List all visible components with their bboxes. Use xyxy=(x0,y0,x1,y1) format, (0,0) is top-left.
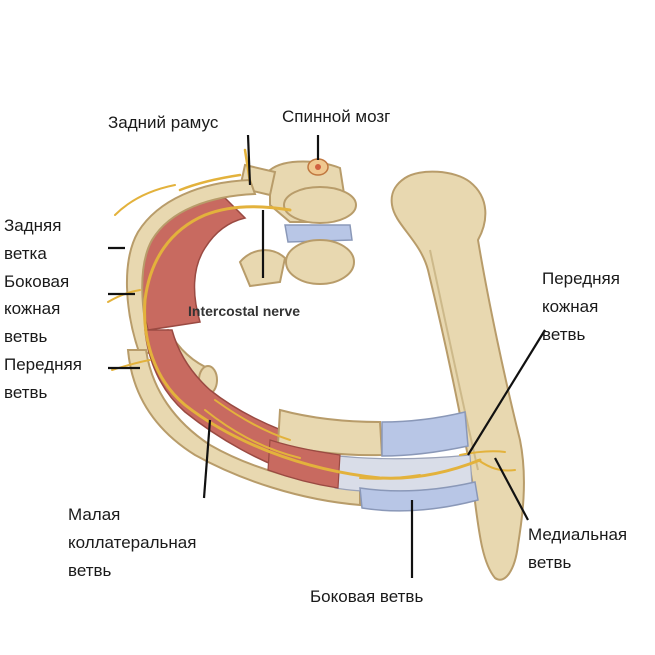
label-anterior-cutaneous-branch-1: Передняя xyxy=(542,269,620,288)
costal-cartilage-lower xyxy=(359,481,479,512)
label-small-collateral-branch-3: ветвь xyxy=(68,561,112,580)
label-posterior-branch-2: ветка xyxy=(4,244,47,263)
label-anterior-branch-2: ветвь xyxy=(4,383,48,402)
vertebra xyxy=(238,158,357,288)
label-medial-branch-1: Медиальная xyxy=(528,525,627,544)
label-anterior-cutaneous-branch-2: кожная xyxy=(542,297,598,316)
rib-lower xyxy=(126,349,361,507)
label-anterior-cutaneous-branch-3: ветвь xyxy=(542,325,586,344)
label-medial-branch-2: ветвь xyxy=(528,553,572,572)
label-lateral-cutaneous-branch-2: кожная xyxy=(4,299,60,318)
intercostal-nerve-caption: Intercostal nerve xyxy=(188,303,300,319)
label-lateral-cutaneous-branch-3: ветвь xyxy=(4,327,48,346)
label-small-collateral-branch-1: Малая xyxy=(68,505,120,524)
label-lateral-cutaneous-branch-1: Боковая xyxy=(4,272,69,291)
intercostal-nerves xyxy=(107,148,516,480)
costal-cartilage-upper xyxy=(381,411,469,457)
label-posterior-branch-1: Задняя xyxy=(4,216,61,235)
label-lateral-branch: Боковая ветвь xyxy=(310,587,423,606)
label-anterior-branch-1: Передняя xyxy=(4,355,82,374)
leader-lines xyxy=(108,134,546,578)
label-small-collateral-branch-2: коллатеральная xyxy=(68,533,196,552)
label-spinal-cord: Спинной мозг xyxy=(282,107,390,126)
label-posterior-ramus: Задний рамус xyxy=(108,113,219,132)
